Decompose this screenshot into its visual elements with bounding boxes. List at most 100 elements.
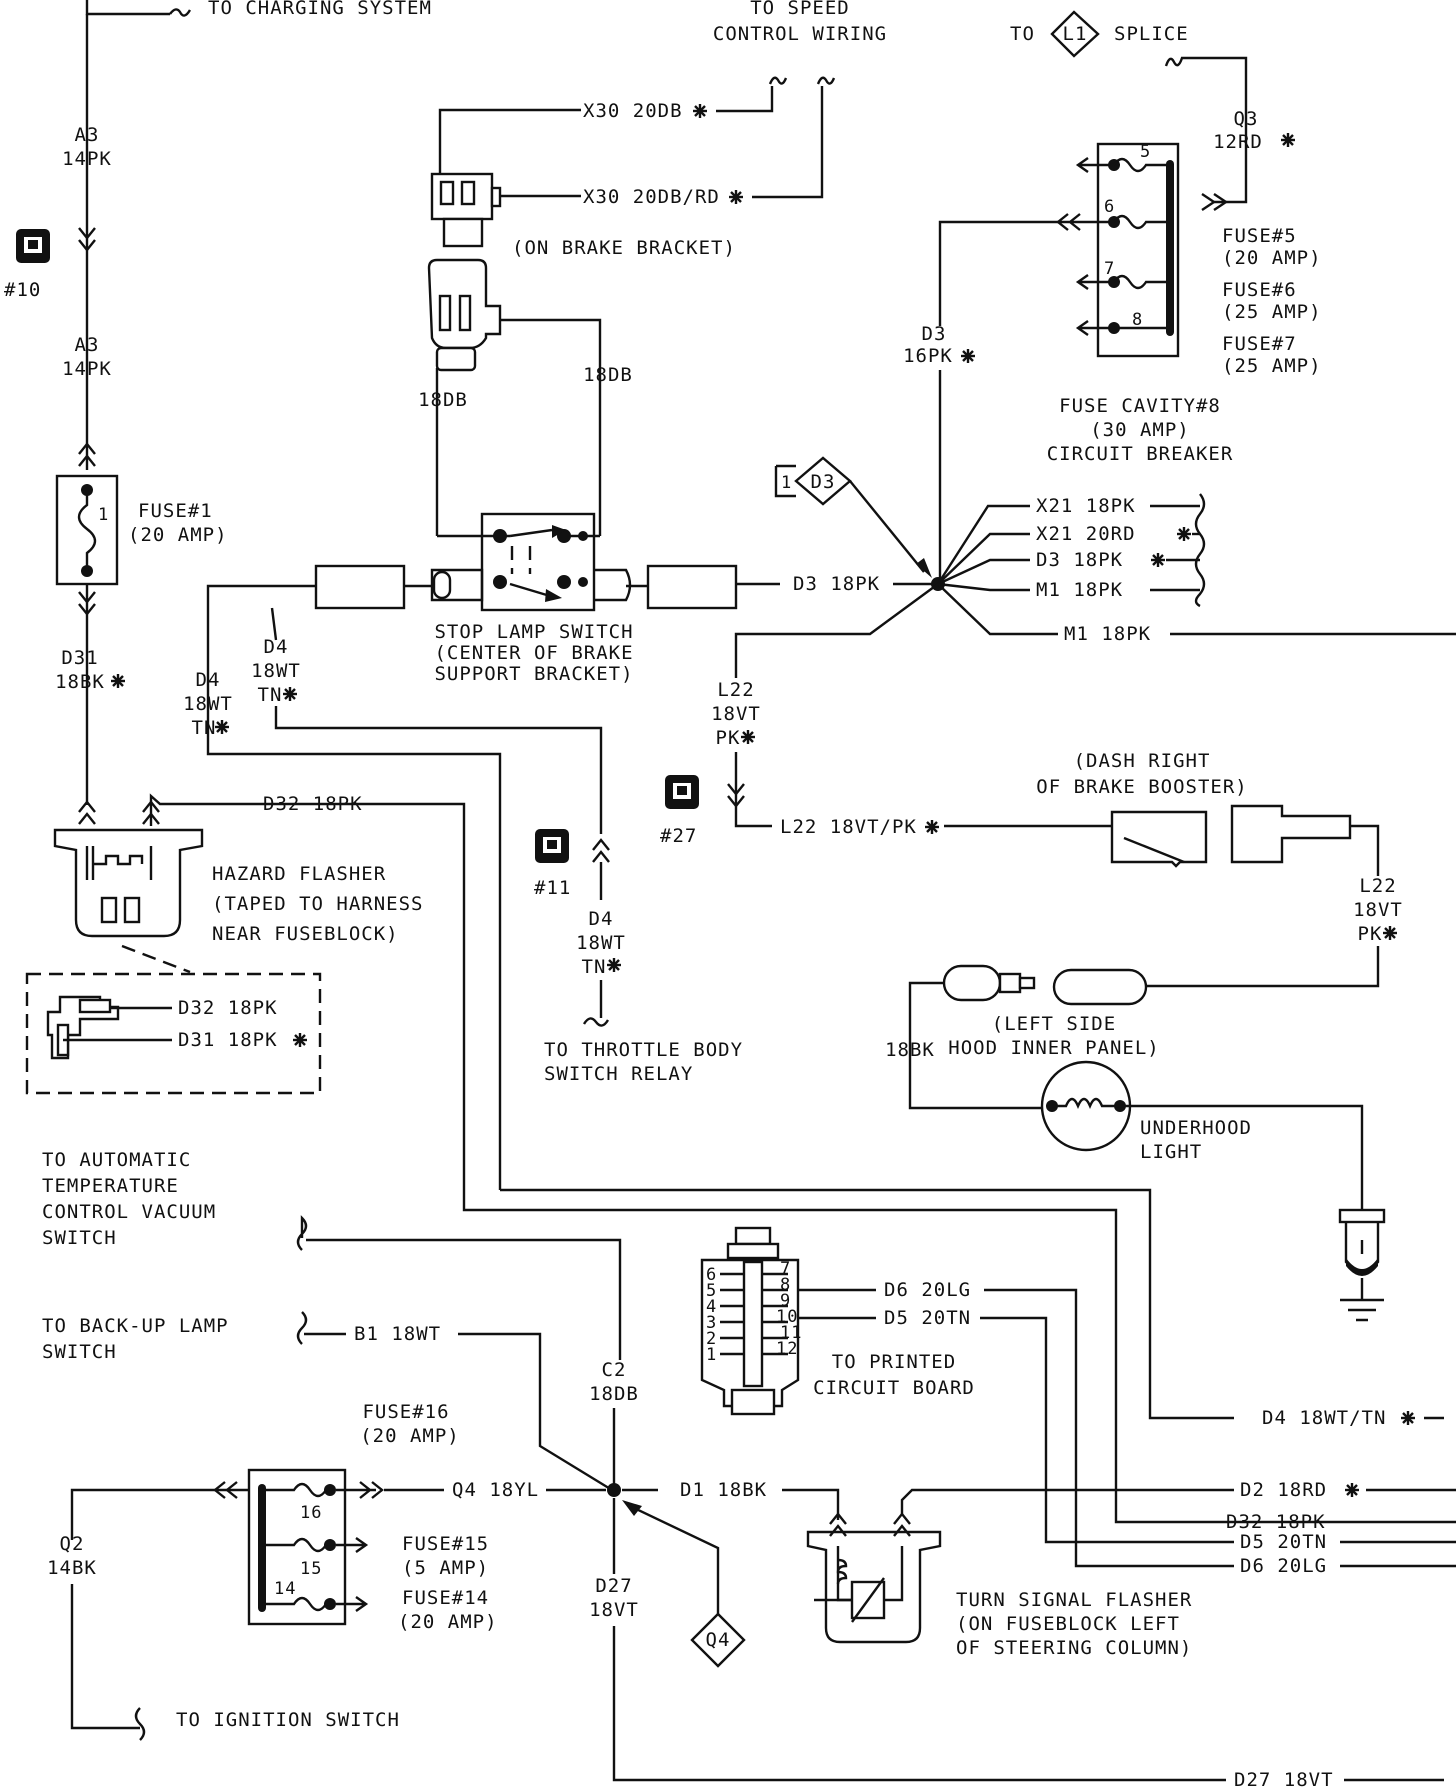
pcb-pin-7: 7 [780, 1259, 791, 1279]
pcb-pin-11: 11 [780, 1323, 802, 1343]
l1-label: L1 [1063, 23, 1088, 45]
d4-throttle-color: TN [582, 956, 607, 978]
c2-label: C2 [602, 1359, 627, 1381]
stop-lamp-label-2: (CENTER OF BRAKE [434, 642, 633, 664]
pcb-pin-3: 3 [706, 1313, 717, 1333]
stop-lamp-label-1: STOP LAMP SWITCH [434, 621, 633, 643]
brake-bracket-label: (ON BRAKE BRACKET) [512, 237, 736, 259]
a3-gauge-top: 14PK [62, 148, 112, 170]
splice-ref-number: 1 [781, 473, 792, 493]
a3-label-bottom: A3 [75, 334, 100, 356]
connector-11-icon [535, 829, 569, 863]
connector-10-label: #10 [4, 279, 41, 301]
pcb-label-1: TO PRINTED [832, 1351, 956, 1373]
d4-a-color: TN [192, 717, 217, 739]
x30-a-label: X30 20DB [583, 100, 683, 122]
d27-gauge: 18VT [589, 1599, 639, 1621]
l22-splice-color: PK [716, 727, 741, 749]
fuse-1-rating: (20 AMP) [128, 524, 228, 546]
fuse-16-label: FUSE#16 [362, 1401, 449, 1423]
fuse-5-rating: (20 AMP) [1222, 247, 1322, 269]
m1-18pk-b-label: M1 18PK [1064, 623, 1151, 645]
q4-18yl-label: Q4 18YL [452, 1479, 539, 1501]
d1-18bk-label: D1 18BK [680, 1479, 767, 1501]
fuse-1-label: FUSE#1 [138, 500, 213, 522]
turn-signal-flasher: TURN SIGNAL FLASHER (ON FUSEBLOCK LEFT O… [806, 1488, 1234, 1659]
hazard-label-1: HAZARD FLASHER [212, 863, 386, 885]
q4-ref-label: Q4 [706, 1629, 731, 1651]
hazard-label-3: NEAR FUSEBLOCK) [212, 923, 399, 945]
connector-11-label: #11 [534, 877, 571, 899]
cavity-8-label-3: CIRCUIT BREAKER [1047, 443, 1234, 465]
q2-gauge: 14BK [47, 1557, 97, 1579]
d3-16pk-gauge: 16PK [903, 345, 953, 367]
d4-b-color: TN [258, 684, 283, 706]
d4-b-gauge: 18WT [251, 660, 301, 682]
to-label: TO [1010, 23, 1035, 45]
ignition-label: TO IGNITION SWITCH [176, 1709, 400, 1731]
connector-27-icon [665, 775, 699, 809]
turn-signal-label-3: OF STEERING COLUMN) [956, 1637, 1192, 1659]
x21-18pk-label: X21 18PK [1036, 495, 1136, 517]
d6-20lg-right-label: D6 20LG [1240, 1555, 1327, 1577]
inset-d32-label: D32 18PK [178, 997, 278, 1019]
fuse-14-num: 14 [274, 1579, 296, 1599]
d4-throttle-label: D4 [589, 908, 614, 930]
l22-right-color: PK [1358, 923, 1383, 945]
d32-18pk-right-label: D32 18PK [1226, 1511, 1326, 1533]
atc-label-3: CONTROL VACUUM [42, 1201, 216, 1223]
pcb-pin-5: 5 [706, 1281, 717, 1301]
right-edge-wires: D2 18RD D32 18PK D5 20TN D6 20LG [1226, 1479, 1456, 1577]
fuse-7-label: FUSE#7 [1222, 333, 1297, 355]
charging-label: TO CHARGING SYSTEM [208, 0, 432, 19]
fuse-16-num: 16 [300, 1503, 322, 1523]
pcb-pin-6: 6 [706, 1265, 717, 1285]
d4-a-gauge: 18WT [183, 693, 233, 715]
m1-18pk-a-label: M1 18PK [1036, 579, 1123, 601]
d31-wire: D31 18BK [55, 584, 127, 805]
d3-18pk-splice-label: D3 18PK [1036, 549, 1123, 571]
speed-control-label-1: TO SPEED [750, 0, 850, 19]
fuse-7-num: 7 [1104, 259, 1115, 279]
dash-right-label-1: (DASH RIGHT [1074, 750, 1211, 772]
w18db-right-label: 18DB [583, 364, 633, 386]
d6-20lg-label: D6 20LG [884, 1279, 971, 1301]
connector-27-label: #27 [660, 825, 697, 847]
l22-right-gauge: 18VT [1353, 899, 1403, 921]
w18db-left-label: 18DB [418, 389, 468, 411]
pcb-label-2: CIRCUIT BOARD [813, 1377, 975, 1399]
pcb-pin-12: 12 [776, 1339, 798, 1359]
d4-18wt-tn-label: D4 18WT/TN [1262, 1407, 1386, 1429]
d31-label: D31 [61, 647, 98, 669]
pcb-pin-2: 2 [706, 1329, 717, 1349]
pcb-pin-8: 8 [780, 1275, 791, 1295]
harness-runs: D4 18WT/TN [372, 802, 1456, 1524]
fuse-15-label: FUSE#15 [402, 1533, 489, 1555]
connector-10-icon [16, 229, 50, 263]
x21-20rd-label: X21 20RD [1036, 523, 1136, 545]
d4-throttle-gauge: 18WT [576, 932, 626, 954]
backup-label-1: TO BACK-UP LAMP [42, 1315, 229, 1337]
fuse-1-number: 1 [98, 505, 109, 525]
cavity-8-label-2: (30 AMP) [1090, 419, 1190, 441]
fuse-5-num: 5 [1140, 142, 1151, 162]
d31-gauge: 18BK [55, 671, 105, 693]
splice-label: SPLICE [1114, 23, 1189, 45]
l22-splice-label: L22 [717, 679, 754, 701]
fuse-1: 1 FUSE#1 (20 AMP) [55, 474, 228, 586]
underhood-light-label-2: LIGHT [1140, 1141, 1202, 1163]
underhood-light-circuit: #27 L22 18VT/PK (DASH RIGHT OF BRAKE BOO… [660, 750, 1403, 1322]
fuse-16-rating: (20 AMP) [360, 1425, 460, 1447]
pcb-pin-10: 10 [776, 1307, 798, 1327]
q3-gauge: 12RD [1213, 131, 1263, 153]
fuse-6-num: 6 [1104, 197, 1115, 217]
stop-lamp-label-3: SUPPORT BRACKET) [434, 663, 633, 685]
atc-label-2: TEMPERATURE [42, 1175, 179, 1197]
turn-signal-label-1: TURN SIGNAL FLASHER [956, 1589, 1192, 1611]
q3-label: Q3 [1234, 108, 1259, 130]
fuse-5-label: FUSE#5 [1222, 225, 1297, 247]
speed-control-label-2: CONTROL WIRING [713, 23, 887, 45]
d2-18rd-label: D2 18RD [1240, 1479, 1327, 1501]
underhood-light-label-1: UNDERHOOD [1140, 1117, 1252, 1139]
